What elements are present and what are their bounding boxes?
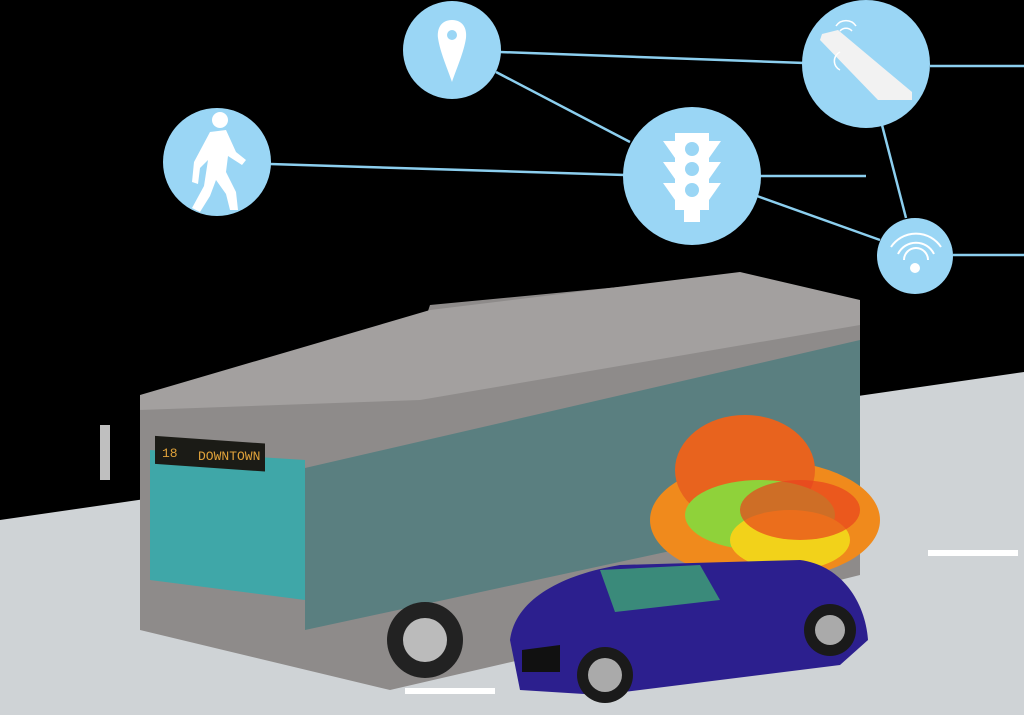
smartphone-icon [820, 19, 912, 100]
node-wifi [877, 218, 953, 294]
lane-marking [928, 550, 1018, 556]
map-pin-icon [437, 20, 467, 82]
antenna-radiation-pattern [650, 415, 880, 580]
node-location [403, 1, 501, 99]
lane-marking [405, 688, 495, 694]
car [510, 560, 868, 703]
node-pedestrian [163, 108, 271, 216]
pedestrian-icon [192, 112, 246, 212]
node-smartphone [802, 0, 930, 128]
bus-destination: DOWNTOWN [198, 449, 260, 464]
node-traffic-light [623, 107, 761, 245]
bus-route-number: 18 [162, 446, 178, 461]
traffic-light-icon [663, 133, 721, 222]
wifi-icon [890, 232, 942, 261]
network-links [269, 50, 1024, 257]
